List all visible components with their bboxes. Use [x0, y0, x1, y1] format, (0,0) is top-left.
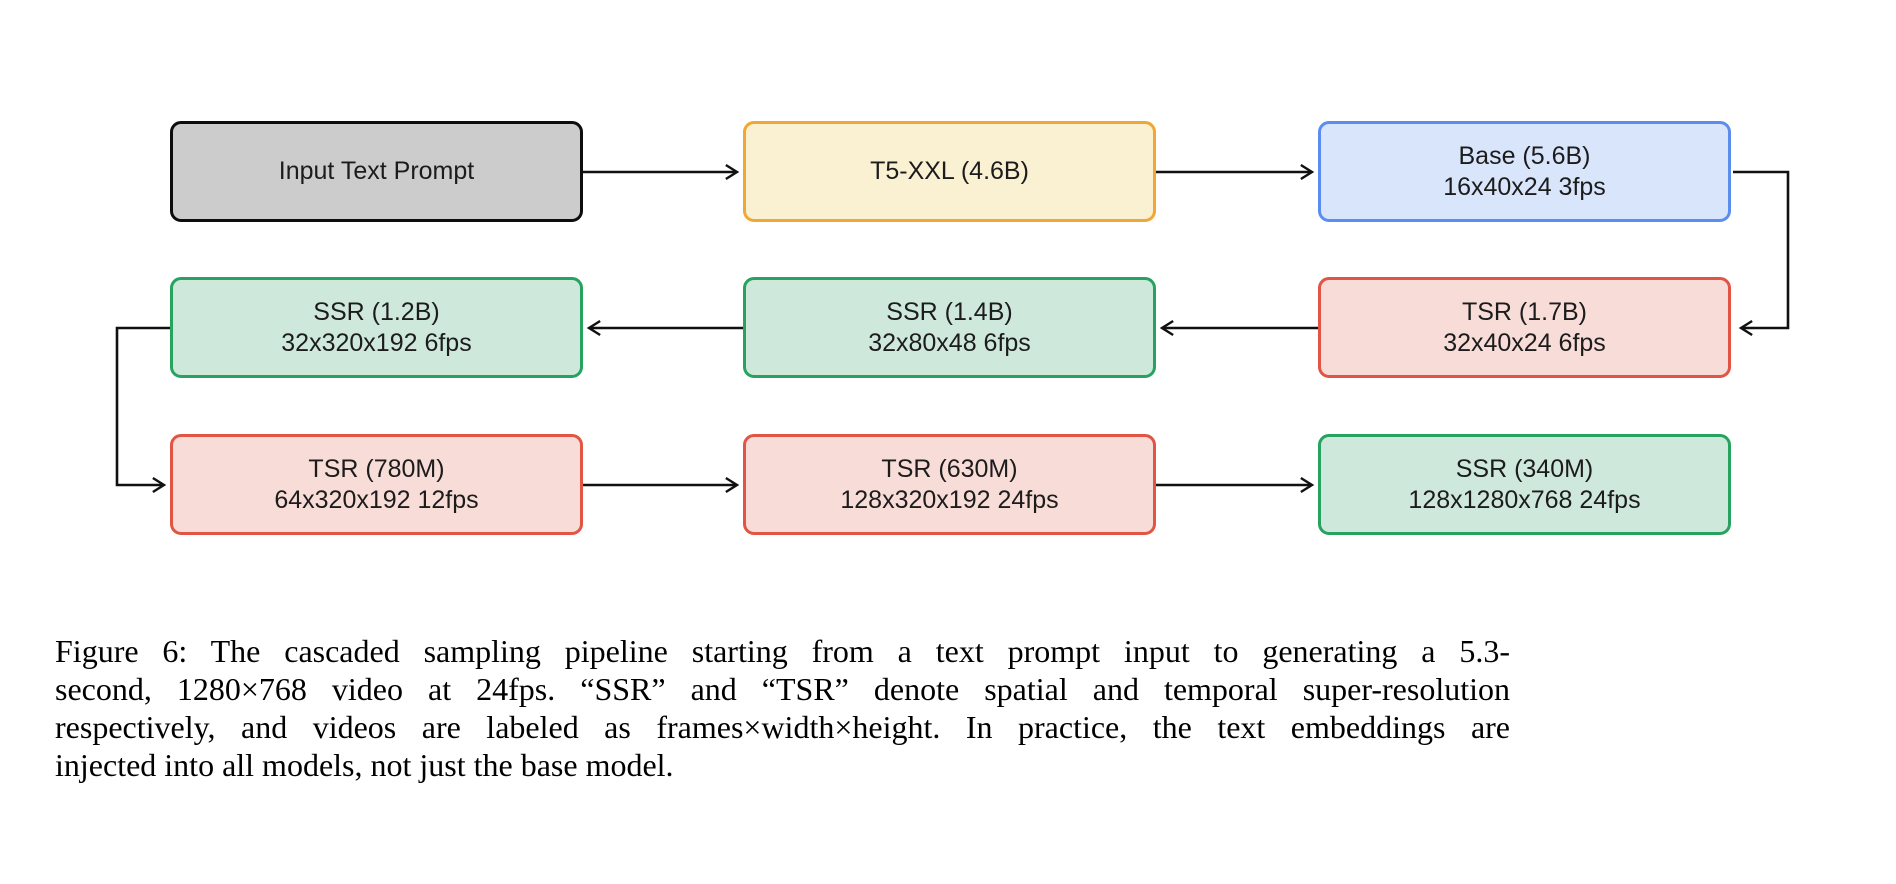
- box-tsr-1-7b: TSR (1.7B) 32x40x24 6fps: [1318, 277, 1731, 378]
- caption-line: second, 1280×768 video at 24fps. “SSR” a…: [55, 671, 1510, 707]
- box-subtitle: 128x1280x768 24fps: [1408, 485, 1641, 514]
- box-title: T5-XXL (4.6B): [870, 157, 1029, 185]
- box-base: Base (5.6B) 16x40x24 3fps: [1318, 121, 1731, 222]
- box-title: Input Text Prompt: [278, 157, 475, 185]
- box-ssr-1-4b: SSR (1.4B) 32x80x48 6fps: [743, 277, 1156, 378]
- box-subtitle: 64x320x192 12fps: [274, 485, 479, 514]
- box-title: SSR (1.2B): [313, 297, 440, 326]
- figure-caption: Figure 6: The cascaded sampling pipeline…: [55, 632, 1510, 784]
- box-title: Base (5.6B): [1458, 141, 1591, 170]
- box-title: SSR (340M): [1455, 454, 1594, 483]
- box-subtitle: 32x320x192 6fps: [281, 328, 472, 357]
- box-subtitle: 32x40x24 6fps: [1443, 328, 1606, 357]
- box-tsr-630m: TSR (630M) 128x320x192 24fps: [743, 434, 1156, 535]
- box-title: TSR (780M): [308, 454, 445, 483]
- caption-line: Figure 6: The cascaded sampling pipeline…: [55, 633, 1510, 669]
- box-ssr-340m: SSR (340M) 128x1280x768 24fps: [1318, 434, 1731, 535]
- box-ssr-1-2b: SSR (1.2B) 32x320x192 6fps: [170, 277, 583, 378]
- box-title: SSR (1.4B): [886, 297, 1013, 326]
- caption-line: respectively, and videos are labeled as …: [55, 709, 1510, 745]
- box-subtitle: 128x320x192 24fps: [840, 485, 1059, 514]
- box-tsr-780m: TSR (780M) 64x320x192 12fps: [170, 434, 583, 535]
- caption-line: injected into all models, not just the b…: [55, 747, 674, 783]
- arrow-ssr12-to-tsr780: [115, 326, 170, 493]
- box-title: TSR (630M): [881, 454, 1018, 483]
- box-subtitle: 32x80x48 6fps: [868, 328, 1031, 357]
- box-subtitle: 16x40x24 3fps: [1443, 172, 1606, 201]
- box-t5-xxl: T5-XXL (4.6B): [743, 121, 1156, 222]
- box-title: TSR (1.7B): [1461, 297, 1588, 326]
- arrow-base-to-tsr17: [1733, 170, 1790, 336]
- pipeline-arrows: [115, 164, 1790, 493]
- box-input-text-prompt: Input Text Prompt: [170, 121, 583, 222]
